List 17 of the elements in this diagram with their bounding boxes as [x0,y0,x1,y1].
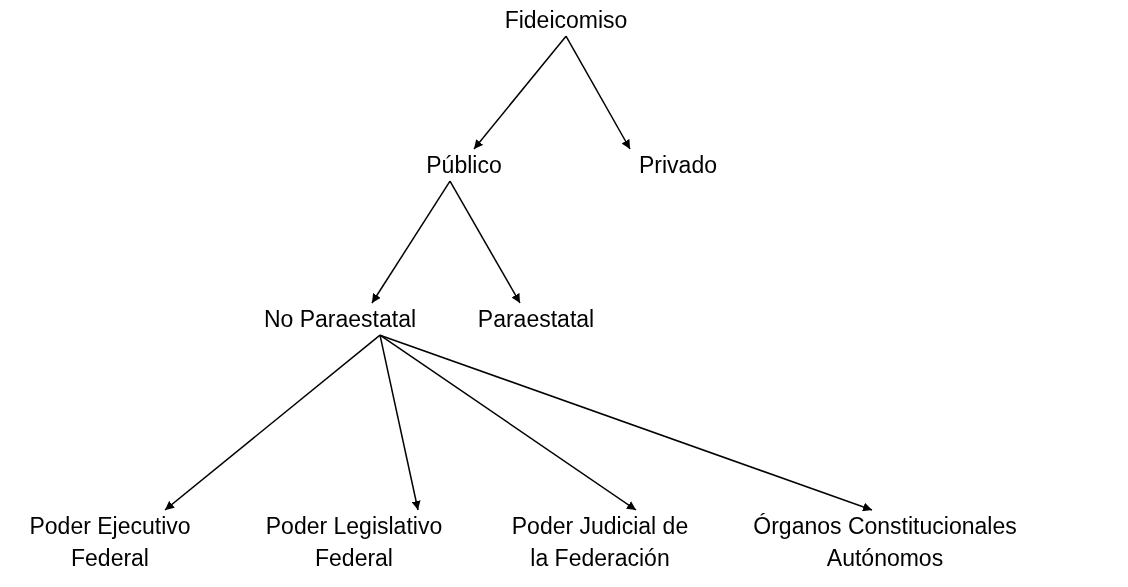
node-label: Paraestatal [477,303,595,336]
arrow [379,334,637,511]
arrow [565,35,631,150]
node-label: Público [426,149,502,182]
arrow [164,334,381,511]
arrow [371,180,451,304]
node-label: Órganos Constitucionales Autónomos [725,510,1045,575]
node-label: Privado [639,149,717,182]
arrow [379,334,421,511]
node-label: Poder Ejecutivo Federal [5,510,215,575]
arrow [449,180,521,304]
arrow [379,334,873,512]
arrow [473,35,567,150]
node-label: No Paraestatal [263,303,417,336]
node-label: Poder Legislativo Federal [249,510,459,575]
node-label: Poder Judicial de la Federación [500,510,700,575]
node-label: Fideicomiso [504,4,628,37]
